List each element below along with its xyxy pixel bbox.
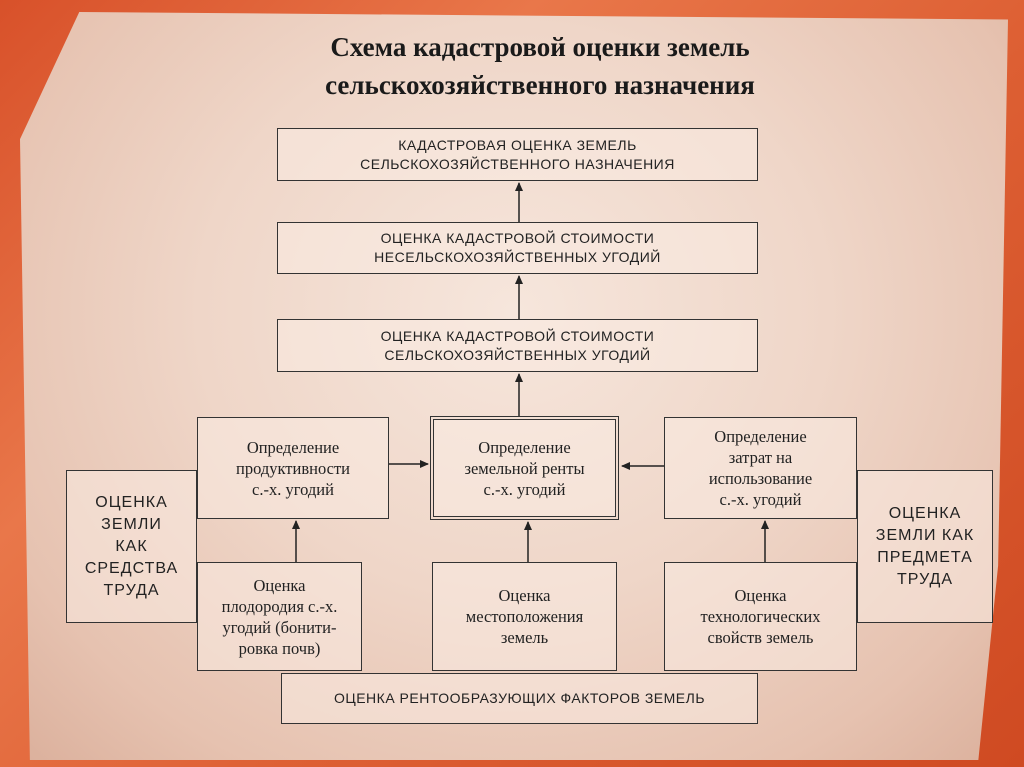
box-cadastral-valuation: КАДАСТРОВАЯ ОЦЕНКА ЗЕМЕЛЬ СЕЛЬСКОХОЗЯЙСТ… bbox=[277, 128, 758, 181]
box-text: ТРУДА bbox=[103, 581, 160, 599]
title-line-1: Схема кадастровой оценки земель bbox=[330, 32, 750, 62]
box-text: СЕЛЬСКОХОЗЯЙСТВЕННЫХ УГОДИЙ bbox=[384, 346, 651, 363]
box-costs: Определение затрат на использование с.-х… bbox=[664, 417, 857, 519]
box-land-as-subject-of-labor: ОЦЕНКА ЗЕМЛИ КАК ПРЕДМЕТА ТРУДА bbox=[857, 470, 993, 623]
box-text: местоположения bbox=[465, 607, 584, 626]
box-text: Оценка bbox=[498, 586, 551, 605]
box-text: Определение bbox=[714, 427, 807, 446]
box-text: ровка почв) bbox=[238, 638, 321, 658]
box-text: СРЕДСТВА bbox=[84, 559, 179, 577]
box-productivity: Определение продуктивности с.-х. угодий bbox=[197, 417, 389, 519]
box-text: ТРУДА bbox=[896, 570, 954, 588]
box-land-as-means-of-labor: ОЦЕНКА ЗЕМЛИ КАК СРЕДСТВА ТРУДА bbox=[66, 470, 197, 623]
box-text: ЗЕМЛИ КАК bbox=[875, 526, 975, 544]
box-text: ЗЕМЛИ bbox=[101, 515, 162, 533]
box-text: ОЦЕНКА РЕНТООБРАЗУЮЩИХ ФАКТОРОВ ЗЕМЕЛЬ bbox=[333, 690, 706, 706]
box-text: ПРЕДМЕТА bbox=[877, 548, 973, 566]
box-text: Определение bbox=[246, 437, 340, 457]
box-rent-factors: ОЦЕНКА РЕНТООБРАЗУЮЩИХ ФАКТОРОВ ЗЕМЕЛЬ bbox=[281, 673, 758, 724]
box-text: технологических bbox=[700, 607, 821, 626]
box-location: Оценка местоположения земель bbox=[432, 562, 617, 671]
box-non-agricultural-value: ОЦЕНКА КАДАСТРОВОЙ СТОИМОСТИ НЕСЕЛЬСКОХО… bbox=[277, 222, 758, 274]
box-text: затрат на bbox=[728, 448, 793, 467]
box-text: Оценка bbox=[734, 586, 787, 605]
box-text: с.-х. угодий bbox=[483, 479, 566, 499]
box-text: КАДАСТРОВАЯ ОЦЕНКА ЗЕМЕЛЬ bbox=[398, 136, 637, 153]
box-text: СЕЛЬСКОХОЗЯЙСТВЕННОГО НАЗНАЧЕНИЯ bbox=[360, 155, 675, 172]
box-text: земель bbox=[500, 628, 549, 647]
box-fertility: Оценка плодородия с.-х. угодий (бонити- … bbox=[197, 562, 362, 671]
box-text: ОЦЕНКА bbox=[888, 504, 962, 522]
box-text: Определение bbox=[478, 437, 571, 457]
box-text: земельной ренты bbox=[464, 458, 585, 478]
box-text: ОЦЕНКА КАДАСТРОВОЙ СТОИМОСТИ bbox=[380, 327, 655, 344]
box-text: ОЦЕНКА bbox=[95, 493, 168, 511]
box-technology: Оценка технологических свойств земель bbox=[664, 562, 857, 671]
box-text: с.-х. угодий bbox=[719, 490, 802, 509]
page-title: Схема кадастровой оценки земель сельскох… bbox=[180, 28, 900, 104]
box-text: КАК bbox=[115, 537, 148, 555]
box-text: с.-х. угодий bbox=[252, 479, 334, 499]
box-text: использование bbox=[708, 469, 813, 488]
box-text: плодородия с.-х. bbox=[221, 596, 338, 616]
box-text: свойств земель bbox=[707, 628, 814, 647]
box-agricultural-value: ОЦЕНКА КАДАСТРОВОЙ СТОИМОСТИ СЕЛЬСКОХОЗЯ… bbox=[277, 319, 758, 372]
box-text: продуктивности bbox=[236, 458, 350, 478]
box-land-rent: Определение земельной ренты с.-х. угодий bbox=[430, 416, 619, 520]
box-text: угодий (бонити- bbox=[222, 617, 337, 637]
title-line-2: сельскохозяйственного назначения bbox=[325, 70, 755, 100]
box-text: Оценка bbox=[253, 575, 306, 595]
box-text: НЕСЕЛЬСКОХОЗЯЙСТВЕННЫХ УГОДИЙ bbox=[374, 249, 661, 265]
box-text: ОЦЕНКА КАДАСТРОВОЙ СТОИМОСТИ bbox=[380, 230, 655, 246]
